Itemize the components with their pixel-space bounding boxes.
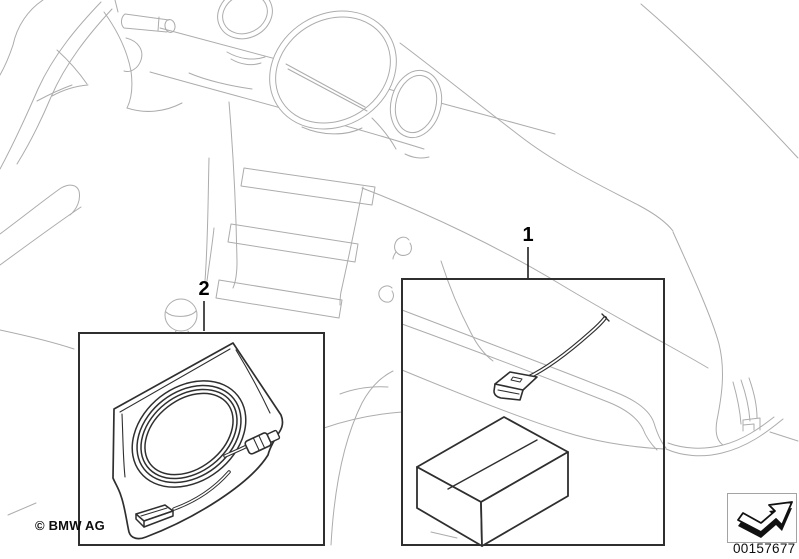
copyright-notice: © BMW AG <box>35 518 105 533</box>
dashboard-line-art <box>0 0 799 546</box>
antenna-plug <box>244 429 281 455</box>
part-2-drawing <box>112 342 284 540</box>
part-1-drawing <box>416 313 610 547</box>
callout-label-2[interactable]: 2 <box>198 278 210 300</box>
flat-connector <box>135 504 174 528</box>
diagram-number: 00157677 <box>733 541 796 556</box>
callout-box-1[interactable] <box>401 278 665 546</box>
center-speedometer <box>269 10 397 130</box>
left-air-vent <box>217 0 273 40</box>
center-stack <box>204 157 210 282</box>
callout-label-1[interactable]: 1 <box>522 224 534 246</box>
door-seam <box>672 231 724 446</box>
gear-shift-knob <box>164 298 198 334</box>
adapter-cable <box>525 316 607 380</box>
door-armrest <box>401 309 667 449</box>
a-pillar-line <box>640 3 799 159</box>
steering-column <box>103 11 133 109</box>
forward-arrow-button[interactable] <box>727 493 797 543</box>
forward-arrow-icon <box>737 501 793 538</box>
right-air-vent <box>389 69 443 139</box>
callout-box-2[interactable] <box>78 332 325 546</box>
turn-signal-stalk <box>121 13 170 33</box>
steering-wheel-rim <box>0 0 44 76</box>
coiled-cable <box>131 380 247 488</box>
callout-leader-lines <box>203 247 529 331</box>
dock-connector <box>493 371 538 401</box>
retail-box <box>416 416 569 547</box>
